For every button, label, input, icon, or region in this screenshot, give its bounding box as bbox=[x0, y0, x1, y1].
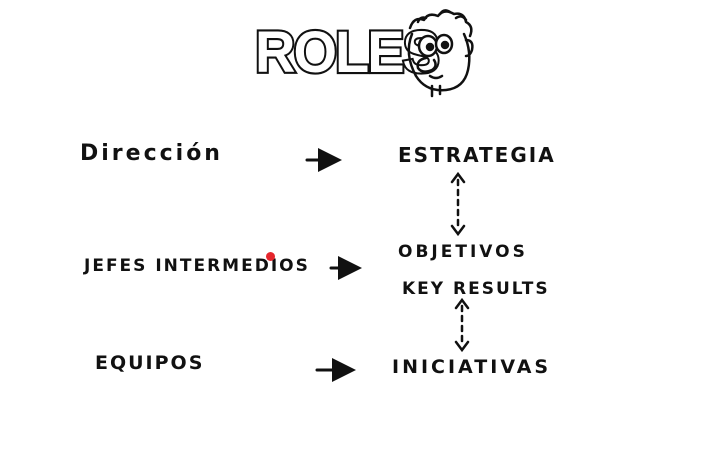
concept-estrategia: ESTRATEGIA bbox=[398, 143, 556, 167]
pointer-dot bbox=[266, 252, 275, 261]
concept-iniciativas: INICIATIVAS bbox=[392, 356, 552, 378]
role-direccion: Dirección bbox=[80, 141, 223, 166]
concept-objetivos: OBJETIVOS bbox=[398, 242, 528, 262]
roles-title: ROLES bbox=[253, 18, 442, 85]
concept-key-results: KEY RESULTS bbox=[402, 279, 550, 299]
dashed-arrow-estrategia-objetivos bbox=[450, 171, 466, 237]
role-equipos: EQUIPOS bbox=[95, 352, 205, 374]
role-jefes-intermedios: JEFES INTERMEDIOS bbox=[84, 256, 310, 276]
dashed-arrow-keyresults-iniciativas bbox=[454, 297, 470, 353]
